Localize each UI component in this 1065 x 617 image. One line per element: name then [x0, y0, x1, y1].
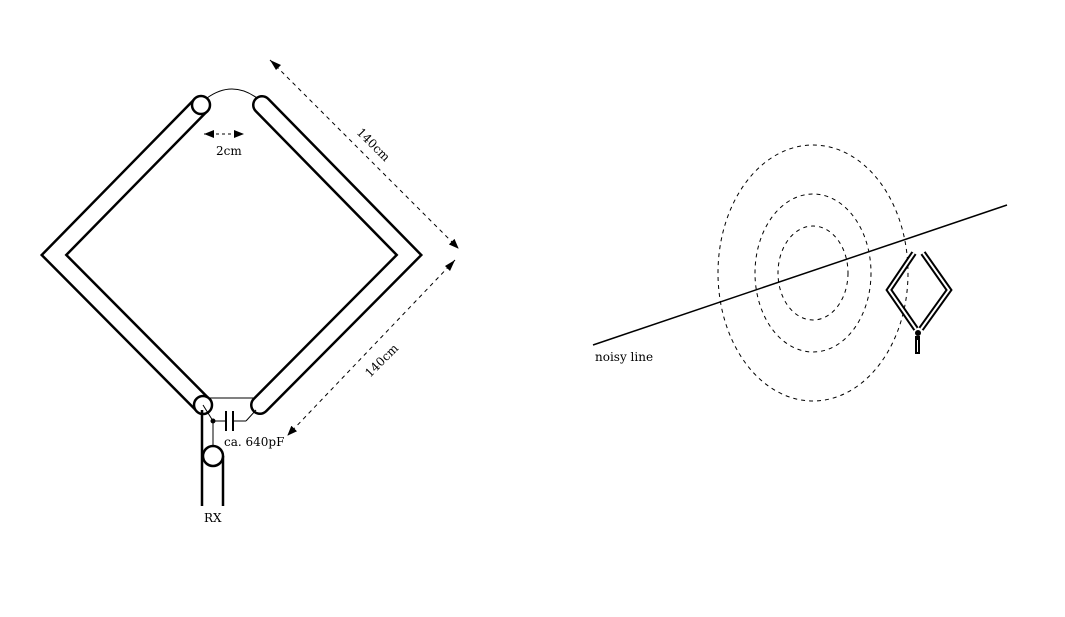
feed-network [202, 397, 257, 446]
noisy-line-label: noisy line [595, 350, 653, 364]
side-label-top: 140cm [354, 125, 393, 164]
shielded-loop: 2cm 140cm 140cm ca. 640pF RX [39, 59, 459, 525]
tube-end-top [190, 94, 212, 116]
side-dimension-bottom [287, 259, 456, 436]
field-contour-middle [754, 193, 872, 353]
top-gap-jumper [206, 88, 258, 99]
receiver-label: RX [204, 511, 222, 525]
capacitor-label: ca. 640pF [224, 435, 284, 449]
left-tube [39, 95, 213, 415]
noise-field-scene: noisy line [592, 144, 1008, 402]
coax-to-receiver [200, 410, 225, 506]
field-contour-inner [777, 225, 849, 321]
noisy-line [592, 204, 1008, 346]
small-loop-antenna [885, 251, 953, 354]
side-label-bottom: 140cm [362, 341, 401, 380]
right-tube [250, 95, 424, 415]
junction-dot [210, 418, 216, 424]
gap-label: 2cm [216, 144, 242, 158]
field-contour-outer [717, 144, 909, 402]
